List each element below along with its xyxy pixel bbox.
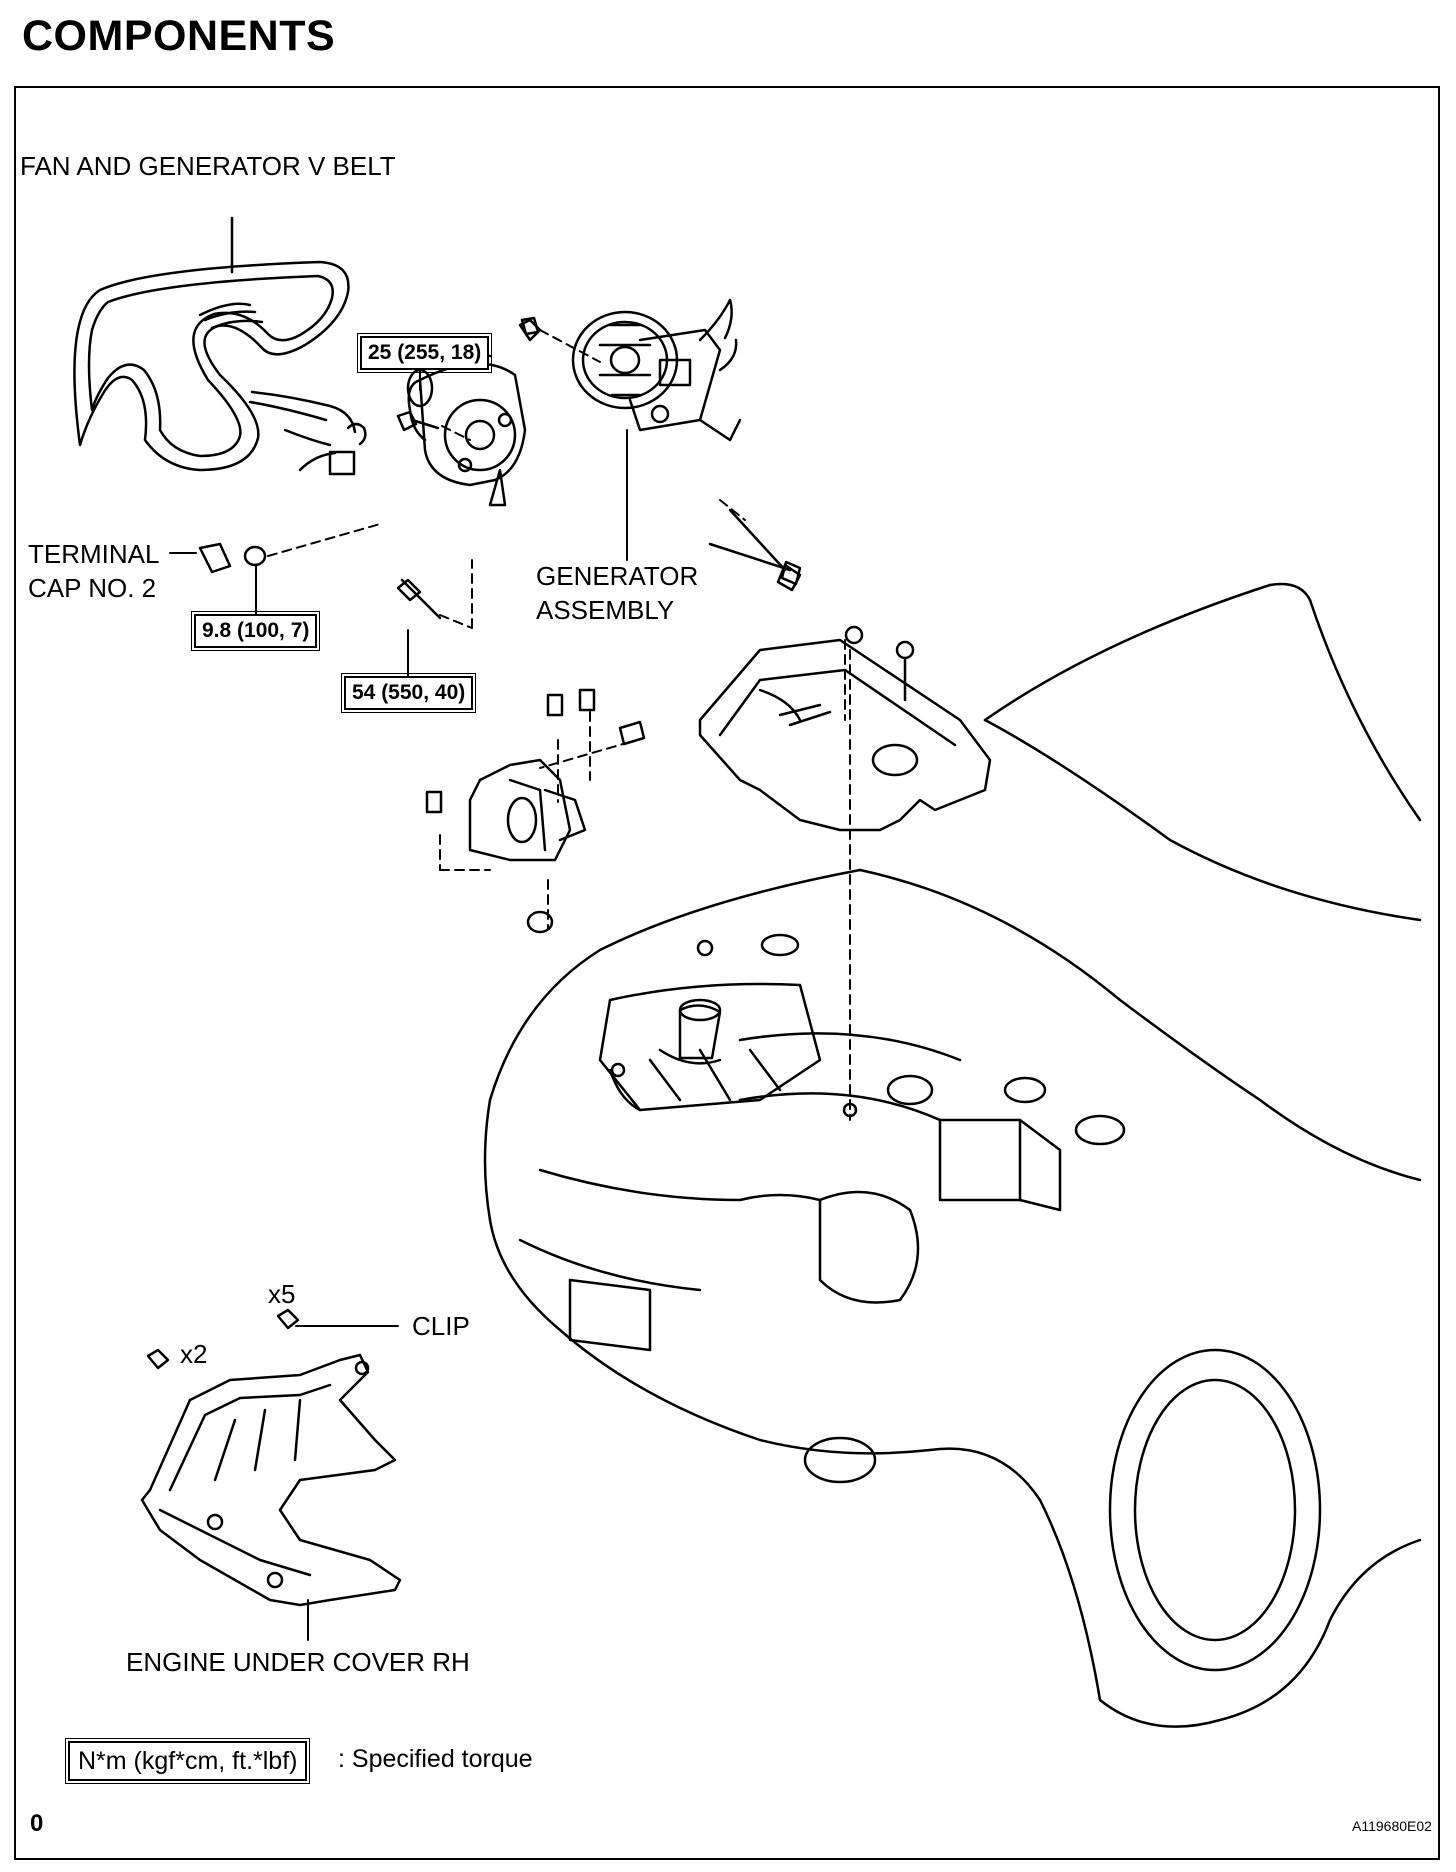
terminal-cap-label-line2: CAP NO. 2 (28, 573, 157, 603)
generator-label-line1: GENERATOR (536, 561, 699, 591)
wire-harness-drawing (248, 390, 367, 476)
pump-drawing (518, 298, 802, 592)
diagram-frame (14, 86, 1440, 1860)
page-number: 0 (30, 1810, 44, 1837)
torque-spec-2: 9.8 (100, 7) (190, 611, 321, 651)
under-cover-label: ENGINE UNDER COVER RH (126, 1647, 470, 1677)
generator-drawing (406, 352, 527, 507)
torque-spec-1: 25 (255, 18) (356, 333, 493, 373)
leader-lines (169, 369, 628, 1641)
dashed-guide-lines (267, 329, 851, 1121)
bolt-drawings (198, 316, 802, 620)
terminal-cap-label-line1: TERMINAL (28, 539, 160, 569)
clip-quantity-label: x5 (268, 1279, 296, 1309)
engine-cover-drawing (698, 625, 992, 832)
figure-code: A119680E02 (1352, 1818, 1432, 1834)
car-body-drawing (483, 582, 1422, 1728)
clip-label: CLIP (412, 1311, 470, 1341)
bolt-quantity-label: x2 (180, 1339, 208, 1369)
under-cover-drawing (140, 1308, 402, 1607)
engine-mount-drawing (425, 688, 646, 934)
page-title: COMPONENTS (22, 12, 336, 60)
generator-label-line2: ASSEMBLY (536, 595, 675, 625)
v-belt-drawing (73, 216, 350, 472)
torque-legend-text: : Specified torque (338, 1745, 533, 1773)
torque-spec-3: 54 (550, 40) (340, 673, 477, 713)
fan-belt-label: FAN AND GENERATOR V BELT (20, 151, 396, 181)
torque-unit-legend: N*m (kgf*cm, ft.*lbf) (64, 1738, 311, 1784)
